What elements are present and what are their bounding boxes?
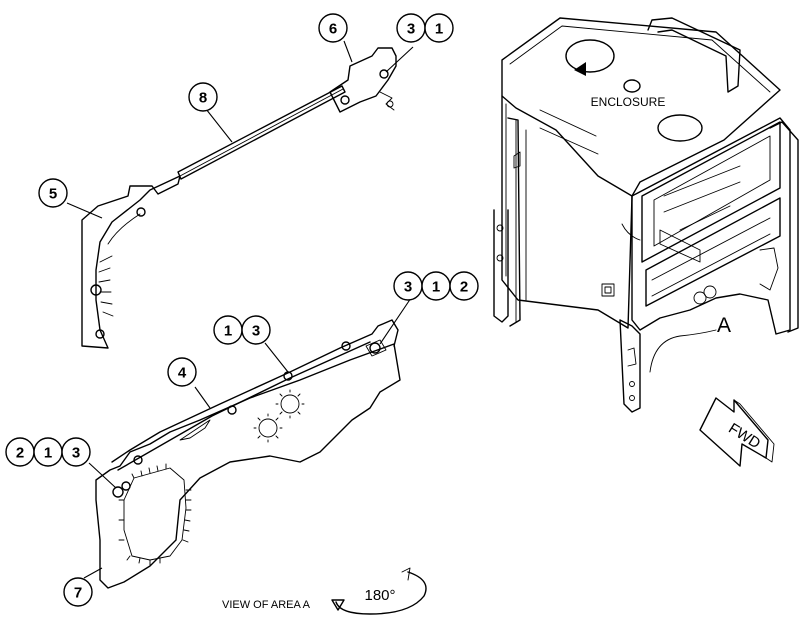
view-area-label: VIEW OF AREA A [222, 599, 311, 611]
svg-text:2: 2 [460, 279, 468, 296]
svg-text:3: 3 [72, 445, 80, 462]
svg-text:5: 5 [49, 186, 57, 203]
enclosure-label: ENCLOSURE [591, 95, 666, 109]
svg-text:4: 4 [178, 365, 187, 382]
rotation-label: 180° [364, 587, 395, 604]
callout-group-left: 2 1 3 [5, 437, 91, 467]
svg-text:1: 1 [44, 445, 52, 462]
callout-8: 8 [188, 82, 218, 112]
callout-group-right: 3 1 2 [393, 271, 479, 301]
callout-5: 5 [38, 178, 68, 208]
svg-text:3: 3 [252, 323, 260, 340]
callout-6: 6 [318, 13, 348, 43]
callout-7: 7 [63, 577, 93, 607]
leader-lines [66, 40, 414, 579]
callout-4: 4 [167, 357, 197, 387]
rotation-arrow [331, 567, 427, 615]
callout-group-top: 3 1 [396, 13, 454, 43]
svg-text:6: 6 [329, 21, 337, 38]
part-6-bracket [329, 47, 397, 113]
svg-text:1: 1 [435, 21, 443, 38]
svg-text:2: 2 [16, 445, 24, 462]
part-7-panel [95, 343, 401, 589]
svg-text:1: 1 [224, 323, 232, 340]
svg-text:8: 8 [199, 90, 207, 107]
area-a-label: A [717, 314, 731, 337]
svg-text:3: 3 [407, 21, 415, 38]
svg-text:1: 1 [432, 279, 440, 296]
enclosure-assembly [493, 17, 799, 413]
forward-arrow: FWD [699, 397, 775, 467]
svg-text:3: 3 [404, 279, 412, 296]
part-5-panel [81, 175, 181, 349]
callout-group-middle: 1 3 [213, 315, 271, 345]
svg-text:7: 7 [74, 585, 82, 602]
